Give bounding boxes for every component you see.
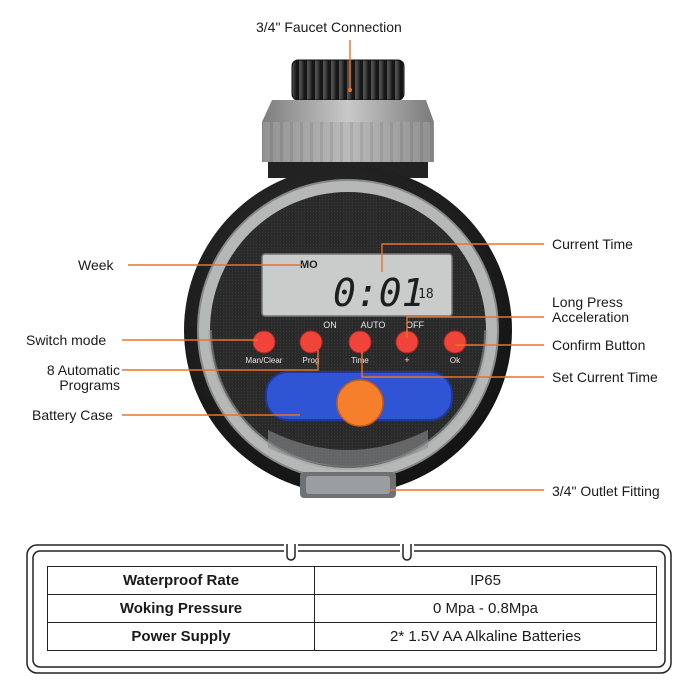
battery-case-knob[interactable] — [336, 379, 384, 427]
lcd-time: 0:01 — [333, 271, 425, 315]
ok-button[interactable] — [443, 330, 467, 354]
faucet-connector — [262, 59, 434, 178]
week-label: Week — [78, 257, 114, 273]
time-button[interactable] — [348, 330, 372, 354]
switch-mode-label: Switch mode — [26, 332, 107, 348]
long-press-label-line2: Acceleration — [552, 309, 630, 325]
spec-key: Power Supply — [47, 622, 315, 651]
outlet-fitting-label: 3/4" Outlet Fitting — [552, 483, 660, 499]
mode-on-label: ON — [323, 320, 337, 330]
table-row: Power Supply 2* 1.5V AA Alkaline Batteri… — [47, 622, 657, 651]
leader-line — [406, 316, 544, 338]
spec-key: Waterproof Rate — [47, 566, 315, 595]
spec-frame — [26, 544, 672, 674]
leader-lines — [122, 40, 544, 491]
current-time-label: Current Time — [552, 236, 633, 252]
spec-key: Woking Pressure — [47, 594, 315, 623]
button-label: Time — [351, 356, 369, 365]
table-row: Waterproof Rate IP65 — [47, 566, 657, 595]
mode-off-label: OFF — [406, 320, 424, 330]
battery-case-label: Battery Case — [32, 407, 113, 423]
button-label: Ok — [450, 356, 461, 365]
lcd-screen — [261, 253, 453, 317]
leader-line — [122, 350, 319, 371]
button-label: Prog — [303, 356, 320, 365]
auto-programs-label-line1: 8 Automatic — [46, 362, 120, 378]
auto-programs-label-line2: Programs — [59, 377, 120, 393]
prog-button[interactable] — [299, 330, 323, 354]
man-clear-button[interactable] — [252, 330, 276, 354]
long-press-label-line1: Long Press — [552, 294, 623, 310]
button-label: Man/Clear — [246, 356, 283, 365]
leader-line — [361, 352, 544, 378]
outlet-fitting — [300, 472, 396, 498]
spec-table: Waterproof Rate IP65 Woking Pressure 0 M… — [47, 566, 657, 651]
control-buttons — [252, 330, 467, 354]
mode-auto-label: AUTO — [361, 320, 386, 330]
confirm-button-label: Confirm Button — [552, 337, 646, 353]
leader-dot — [348, 88, 352, 92]
table-row: Woking Pressure 0 Mpa - 0.8Mpa — [47, 594, 657, 623]
faucet-connection-label: 3/4" Faucet Connection — [256, 19, 402, 35]
button-label: + — [404, 355, 409, 365]
spec-value: 0 Mpa - 0.8Mpa — [314, 594, 657, 623]
spec-value: 2* 1.5V AA Alkaline Batteries — [314, 622, 657, 651]
leader-line — [381, 243, 544, 272]
timer-body — [184, 166, 512, 494]
spec-value: IP65 — [314, 566, 657, 595]
lcd-seconds: 18 — [418, 287, 434, 302]
lcd-day: MO — [300, 259, 318, 271]
set-current-time-label: Set Current Time — [552, 369, 658, 385]
